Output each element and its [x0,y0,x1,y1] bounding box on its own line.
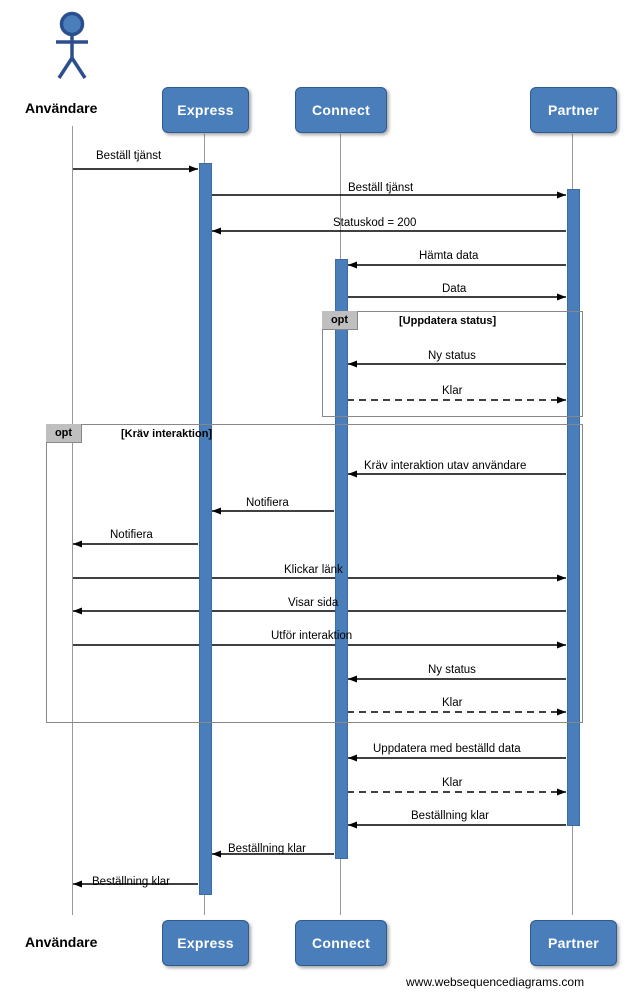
actor-label-express-bottom: Express [177,935,234,951]
actor-box-partner-bottom[interactable]: Partner [530,920,617,966]
message-label-14: Ny status [428,664,476,676]
activation-express [199,163,212,895]
message-label-2: Beställ tjänst [348,182,414,194]
actor-label-connect-top: Connect [311,102,371,118]
fragment-opt-uppdatera-status-condition: [Uppdatera status] [399,315,497,327]
fragment-opt-krav-interaktion-tab: opt [46,424,82,443]
message-label-17: Klar [442,777,463,789]
actor-label-express-top: Express [177,102,234,118]
message-label-15: Klar [442,697,463,709]
actor-box-partner-top[interactable]: Partner [530,87,617,133]
message-label-9: Notifiera [246,497,289,509]
actor-label-connect-bottom: Connect [311,935,371,951]
message-label-7: Klar [442,385,463,397]
activation-connect [335,259,348,859]
actor-label-partner-bottom: Partner [547,935,600,951]
stick-figure-anvandare [56,11,88,79]
message-label-6: Ny status [428,350,476,362]
message-label-11: Klickar länk [284,564,343,576]
message-label-5: Data [442,283,467,295]
activation-partner [567,189,580,826]
actor-box-express-bottom[interactable]: Express [162,920,249,966]
fragment-opt-krav-interaktion [46,424,583,723]
message-label-18: Beställning klar [411,810,489,822]
message-label-10: Notifiera [110,529,153,541]
actor-box-connect-top[interactable]: Connect [295,87,387,133]
message-label-13: Utför interaktion [271,630,353,642]
actor-label-partner-top: Partner [547,102,600,118]
message-label-1: Beställ tjänst [96,150,162,162]
message-label-8: Kräv interaktion utav användare [364,460,527,472]
message-label-4: Hämta data [419,250,479,262]
fragment-opt-krav-interaktion-condition: [Kräv interaktion] [121,428,213,440]
message-arrows [73,165,566,888]
message-label-16: Uppdatera med beställd data [373,743,521,755]
fragment-opt-uppdatera-status-tab: opt [322,311,358,330]
message-label-19: Beställning klar [228,843,306,855]
fragment-opt-uppdatera-status [322,311,583,417]
actor-box-connect-bottom[interactable]: Connect [295,920,387,966]
actor-label-anvandare-bottom: Användare [25,934,98,950]
actor-label-anvandare-top: Användare [25,100,98,116]
message-label-3: Statuskod = 200 [333,217,417,229]
actor-box-express-top[interactable]: Express [162,87,249,133]
fragment-operator-label: opt [330,314,349,326]
footer-watermark: www.websequencediagrams.com [406,975,585,989]
fragment-operator-label: opt [54,427,73,439]
message-label-12: Visar sida [288,597,339,609]
message-label-20: Beställning klar [92,876,170,888]
